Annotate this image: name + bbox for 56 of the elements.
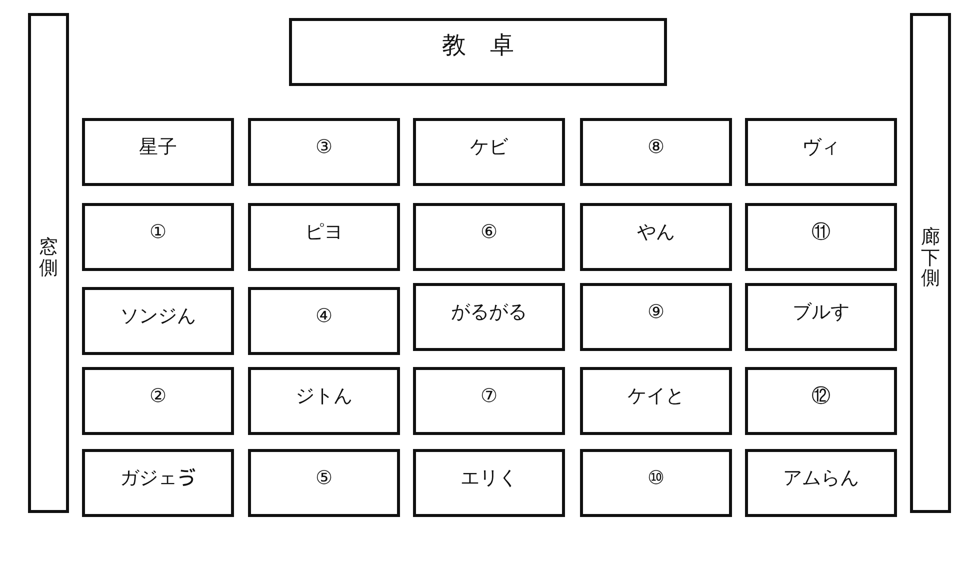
desk-label: ピヨ: [305, 221, 343, 244]
desk-label: ①: [149, 221, 167, 244]
desk-label: ケイと: [628, 385, 684, 408]
student-desk: [413, 203, 565, 271]
student-desk: [413, 367, 565, 435]
student-desk: [580, 367, 732, 435]
student-desk: [248, 287, 400, 355]
desk-label: ⑦: [480, 385, 498, 408]
window-side-panel: [28, 13, 69, 513]
desk-label: ⑧: [647, 136, 665, 159]
side-label: 窓側: [39, 237, 58, 279]
student-desk: [248, 367, 400, 435]
desk-label: 星子: [139, 136, 177, 159]
student-desk: [413, 118, 565, 186]
desk-label: がるがる: [451, 301, 527, 324]
desk-label: ④: [315, 305, 333, 328]
student-desk: [248, 203, 400, 271]
side-label: 廊下側: [921, 226, 940, 290]
desk-label: ⑫: [812, 385, 830, 408]
desk-label: ソンジん: [120, 305, 196, 328]
desk-label: ケビ: [470, 136, 508, 159]
student-desk: [413, 449, 565, 517]
student-desk: [82, 287, 234, 355]
student-desk: [580, 449, 732, 517]
desk-label: アムらん: [783, 467, 859, 490]
student-desk: [248, 449, 400, 517]
student-desk: [580, 283, 732, 351]
student-desk: [82, 203, 234, 271]
student-desk: [82, 118, 234, 186]
desk-label: ジトん: [296, 385, 352, 408]
student-desk: [82, 367, 234, 435]
student-desk: [580, 118, 732, 186]
desk-label: ガジェゔ: [120, 467, 196, 490]
student-desk: [745, 118, 897, 186]
student-desk: [745, 203, 897, 271]
desk-label: 教 卓: [442, 31, 514, 60]
student-desk: [82, 449, 234, 517]
desk-label: やん: [637, 221, 675, 244]
student-desk: [580, 203, 732, 271]
desk-label: ⑩: [647, 467, 665, 490]
student-desk: [745, 283, 897, 351]
desk-label: ヴィ: [802, 136, 840, 159]
desk-label: ⑨: [647, 301, 665, 324]
desk-label: ⑥: [480, 221, 498, 244]
desk-label: ⑪: [812, 221, 830, 244]
hallway-side-panel: [910, 13, 951, 513]
desk-label: ③: [315, 136, 333, 159]
student-desk: [413, 283, 565, 351]
student-desk: [745, 367, 897, 435]
student-desk: [248, 118, 400, 186]
desk-label: エリく: [460, 467, 518, 490]
desk-label: ②: [149, 385, 167, 408]
desk-label: ⑤: [315, 467, 333, 490]
student-desk: [745, 449, 897, 517]
teacher-desk: [289, 18, 667, 86]
desk-label: ブルす: [792, 301, 850, 324]
